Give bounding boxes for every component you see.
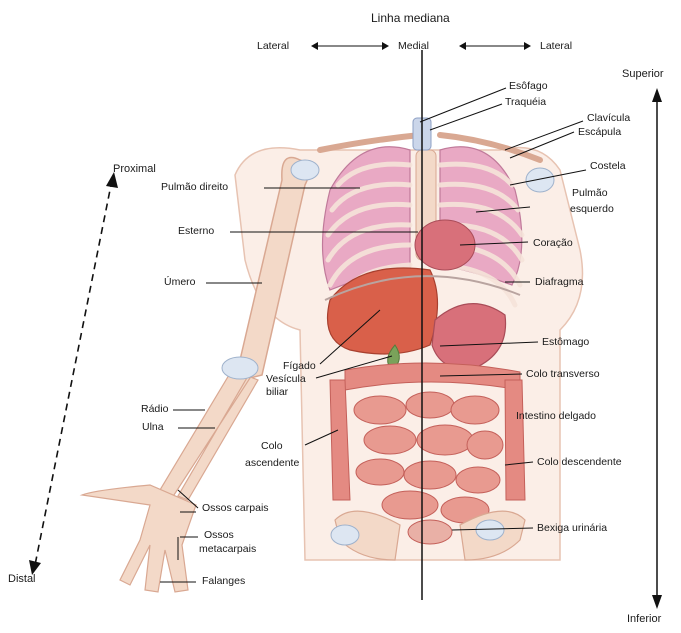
label-humerus: Úmero [164, 276, 196, 288]
label-liver: Fígado [283, 360, 316, 372]
label-descending-colon: Colo descendente [537, 456, 622, 468]
label-bladder: Bexiga urinária [537, 522, 607, 534]
label-ulna: Ulna [142, 421, 164, 433]
label-carpal-bones: Ossos carpais [202, 502, 269, 514]
axis-superior: Superior [622, 68, 664, 80]
label-scapula: Escápula [578, 126, 621, 138]
axis-sup-arrowhead [652, 88, 662, 102]
elbow-joint [222, 357, 258, 379]
label-transverse-colon: Colo transverso [526, 368, 600, 380]
label-radius: Rádio [141, 403, 168, 415]
label-metacarpal-2: metacarpais [199, 543, 256, 555]
header-medial: Medial [398, 40, 429, 52]
hand-bones [82, 485, 196, 592]
axis-proximal: Proximal [113, 163, 156, 175]
header-title: Linha mediana [371, 12, 450, 24]
axis-distal: Distal [8, 573, 36, 585]
label-metacarpal-1: Ossos [204, 529, 234, 541]
bladder [408, 520, 452, 544]
axis-prox-dist [35, 180, 112, 565]
label-small-intestine: Intestino delgado [516, 410, 596, 422]
label-gallbladder-1: Vesícula [266, 373, 306, 385]
label-right-lung: Pulmão direito [161, 181, 228, 193]
label-diaphragm: Diafragma [535, 276, 583, 288]
axis-inf-arrowhead [652, 595, 662, 609]
shoulder-joint [291, 160, 319, 180]
label-esophagus: Esôfago [509, 80, 548, 92]
label-ascending-colon-2: ascendente [245, 457, 299, 469]
label-heart: Coração [533, 237, 573, 249]
descending-colon [505, 380, 525, 500]
label-rib: Costela [590, 160, 626, 172]
label-left-lung-1: Pulmão [572, 187, 608, 199]
label-clavicle: Clavícula [587, 112, 630, 124]
right-shoulder-joint [526, 168, 554, 192]
header-lateral-right: Lateral [540, 40, 572, 52]
hip-joint-left [331, 525, 359, 545]
label-sternum: Esterno [178, 225, 214, 237]
header-lateral-left: Lateral [257, 40, 289, 52]
label-stomach: Estômago [542, 336, 589, 348]
label-left-lung-2: esquerdo [570, 203, 614, 215]
label-trachea: Traquéia [505, 96, 546, 108]
label-phalanges: Falanges [202, 575, 245, 587]
forearm-bones [160, 370, 258, 500]
hip-joint-right [476, 520, 504, 540]
label-gallbladder-2: biliar [266, 386, 288, 398]
label-ascending-colon-1: Colo [261, 440, 283, 452]
axis-inferior: Inferior [627, 613, 661, 625]
